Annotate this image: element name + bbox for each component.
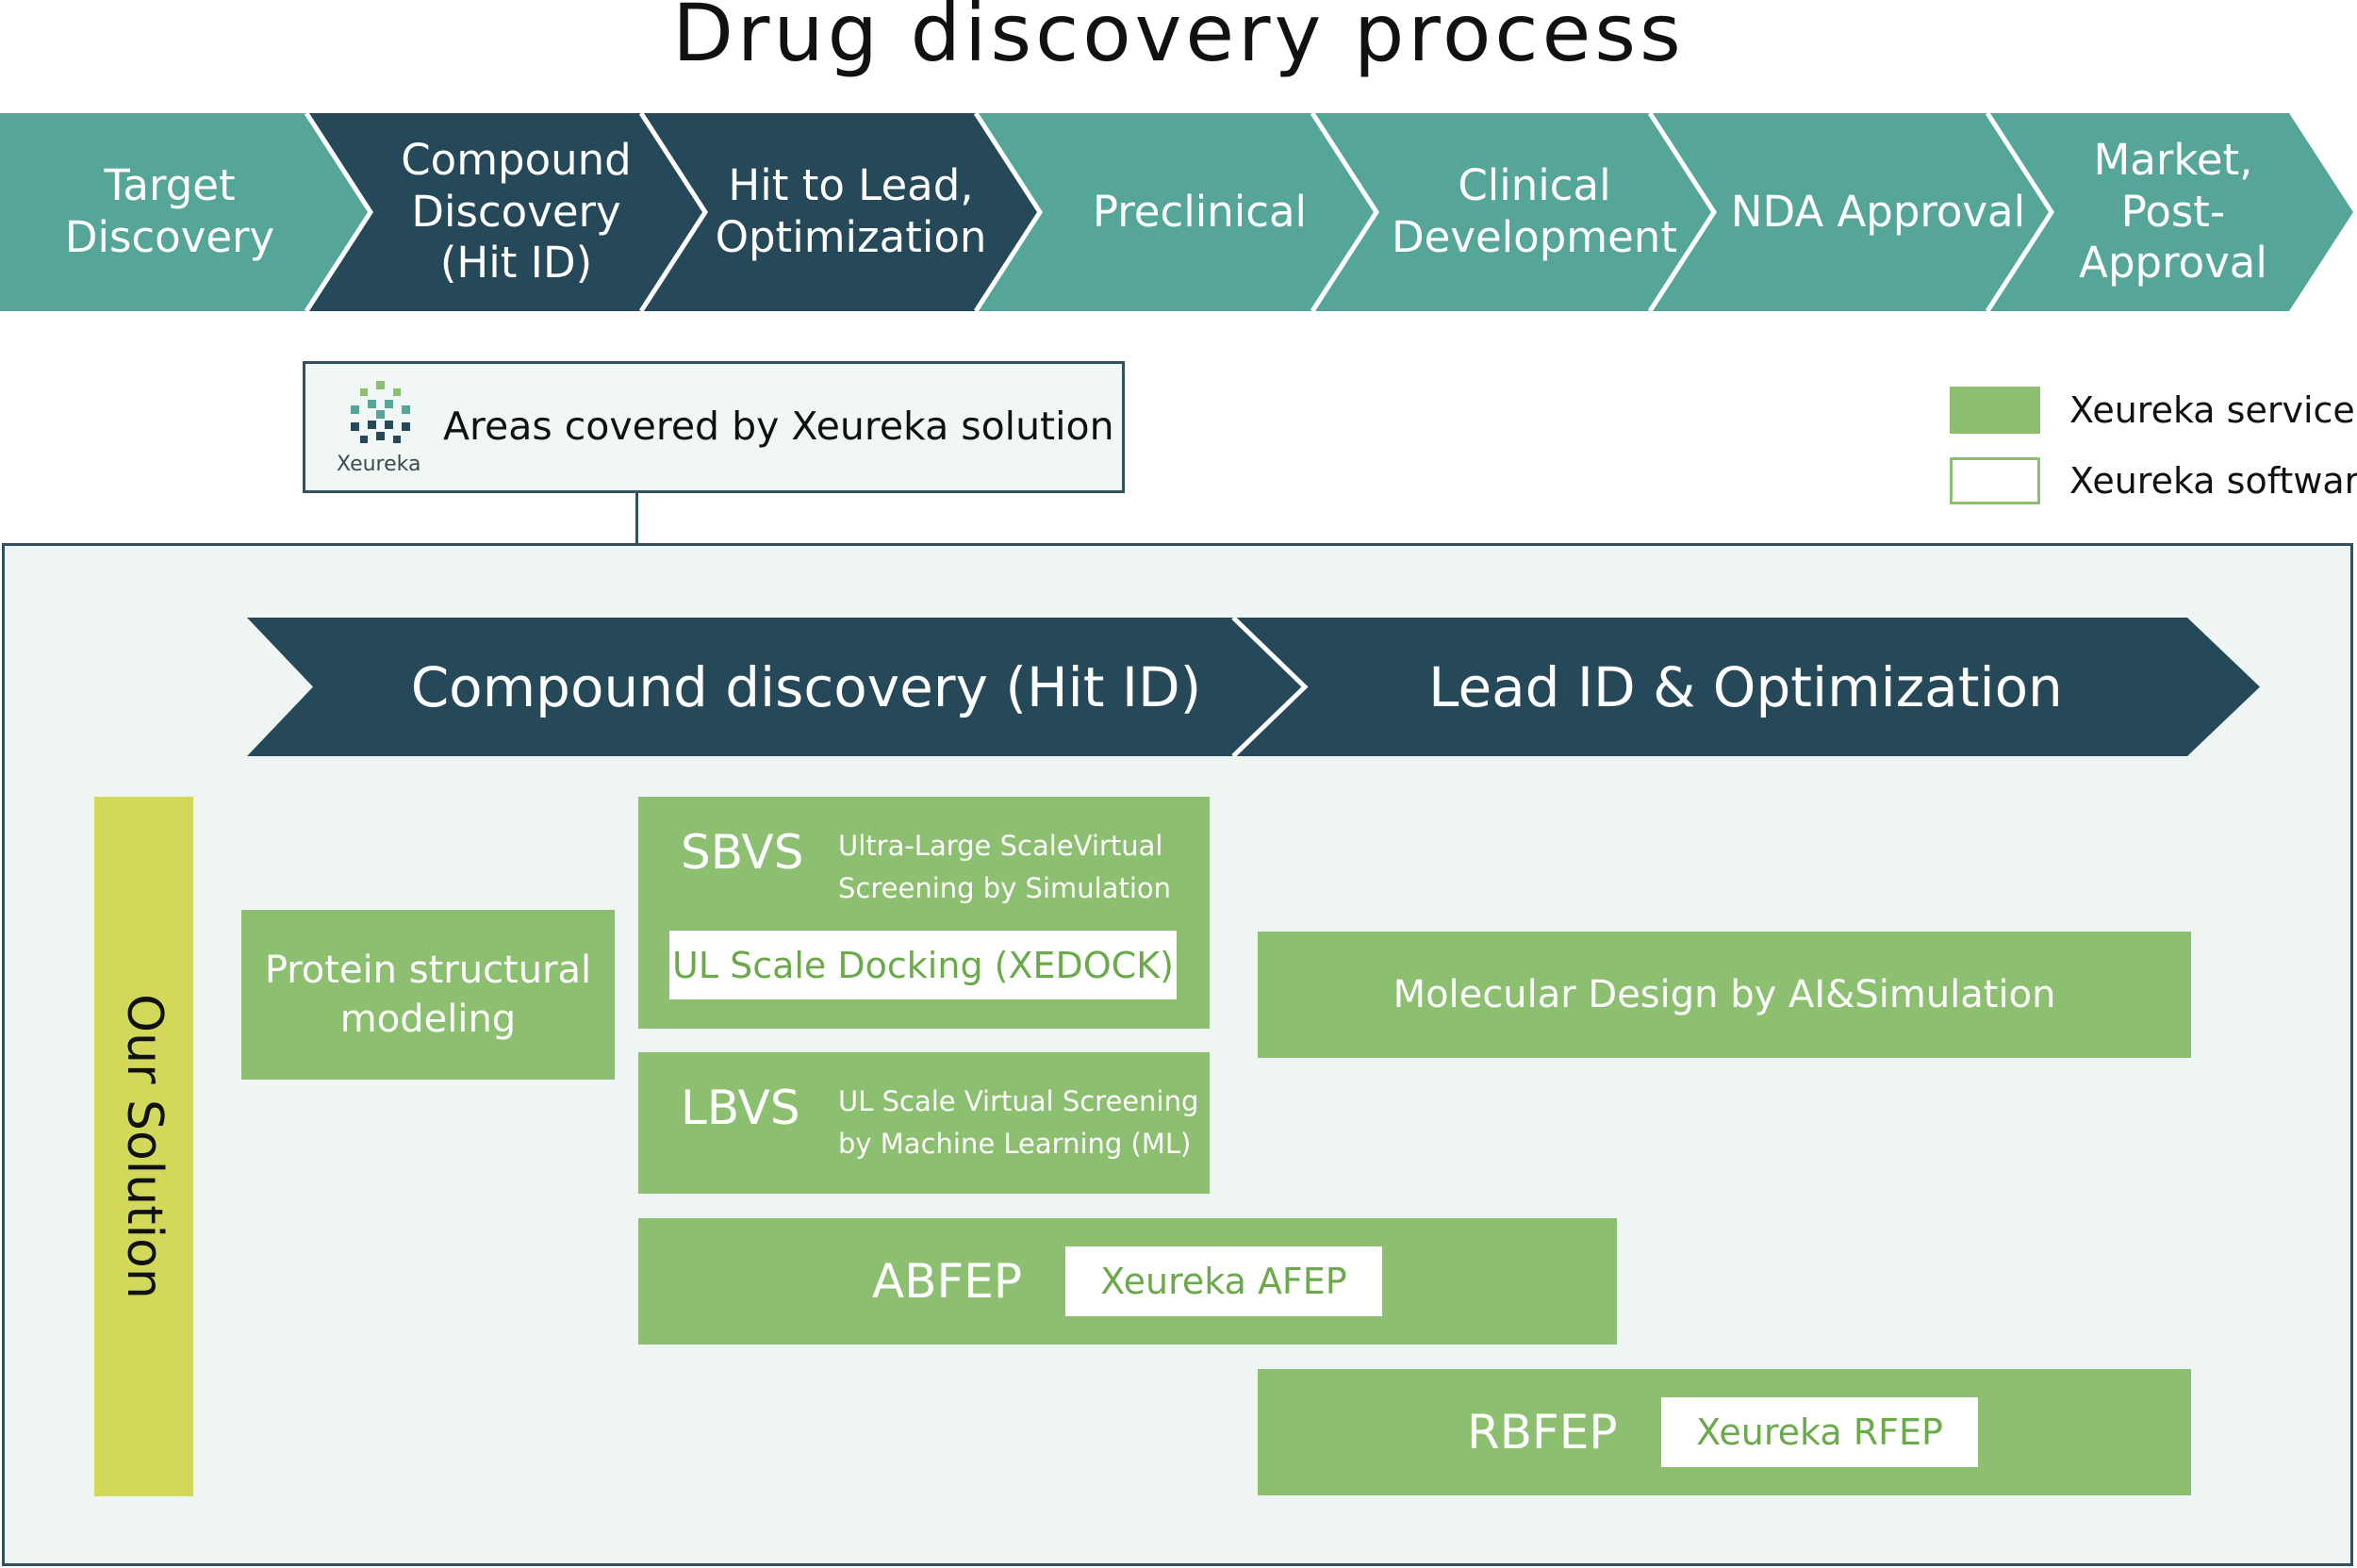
phase-label-lead-opt: Lead ID & Optimization: [1428, 654, 2063, 719]
our-solution-bar: Our Solution: [94, 797, 193, 1496]
step-chevron-market: [1987, 113, 2353, 311]
step-label-hit-to-lead: Hit to Lead, Optimization: [715, 160, 987, 262]
legend-swatch-software: [1950, 457, 2040, 504]
phase-chevron-hit-id: [247, 618, 1305, 756]
step-label-clinical: Clinical Development: [1392, 160, 1677, 262]
step-chevron-compound-discovery: [306, 113, 705, 311]
legend-label-software: Xeureka software: [2069, 460, 2357, 502]
page-title: Drug discovery process: [672, 0, 1685, 79]
phase-label-hit-id: Compound discovery (Hit ID): [410, 654, 1202, 719]
lbvs-label: LBVS: [681, 1081, 800, 1135]
afep-software-box: Xeureka AFEP: [1065, 1246, 1382, 1316]
rbfep-label: RBFEP: [1467, 1405, 1618, 1460]
our-solution-label: Our Solution: [115, 994, 173, 1299]
process-step-labels: Target Discovery Compound Discovery (Hit…: [0, 113, 2357, 311]
step-chevron-clinical: [1312, 113, 1714, 311]
sbvs-label: SBVS: [681, 825, 804, 880]
phase-banner: [247, 618, 2260, 756]
lbvs-description: UL Scale Virtual Screening by Machine Le…: [838, 1085, 1199, 1160]
protein-modeling-box: Protein structural modeling: [241, 910, 615, 1080]
process-flow: [0, 113, 2353, 311]
step-label-target-discovery: Target Discovery: [64, 160, 275, 262]
phase-chevron-lead-opt: [1233, 618, 2260, 756]
xedock-software-box: UL Scale Docking (XEDOCK): [669, 931, 1177, 999]
molecular-design-box: Molecular Design by AI&Simulation: [1258, 932, 2191, 1058]
step-label-nda: NDA Approval: [1730, 186, 2026, 237]
sbvs-description: Ultra-Large ScaleVirtual Screening by Si…: [838, 830, 1172, 904]
abfep-label: ABFEP: [872, 1254, 1023, 1309]
coverage-label: Areas covered by Xeureka solution: [443, 404, 1114, 449]
legend-swatch-service: [1950, 387, 2040, 434]
step-chevron-target-discovery: [0, 113, 371, 311]
step-label-preclinical: Preclinical: [1092, 186, 1308, 237]
sbvs-box: SBVS Ultra-Large ScaleVirtual Screening …: [638, 797, 1210, 1029]
step-chevron-nda: [1650, 113, 2052, 311]
xeureka-logo-icon: [351, 381, 410, 443]
step-chevron-preclinical: [976, 113, 1376, 311]
legend-label-service: Xeureka service: [2069, 389, 2355, 431]
step-label-compound-discovery: Compound Discovery (Hit ID): [401, 134, 632, 289]
step-chevron-hit-to-lead: [641, 113, 1040, 311]
lbvs-box: LBVS UL Scale Virtual Screening by Machi…: [638, 1052, 1210, 1194]
connector-line: [635, 493, 638, 545]
step-label-market: Market, Post- Approval: [2079, 134, 2267, 289]
abfep-box: ABFEP Xeureka AFEP: [638, 1218, 1617, 1345]
xeureka-wordmark: Xeureka: [337, 453, 421, 476]
rfep-software-box: Xeureka RFEP: [1661, 1397, 1978, 1467]
rbfep-box: RBFEP Xeureka RFEP: [1258, 1369, 2191, 1495]
xeureka-coverage-box: [303, 361, 1125, 493]
